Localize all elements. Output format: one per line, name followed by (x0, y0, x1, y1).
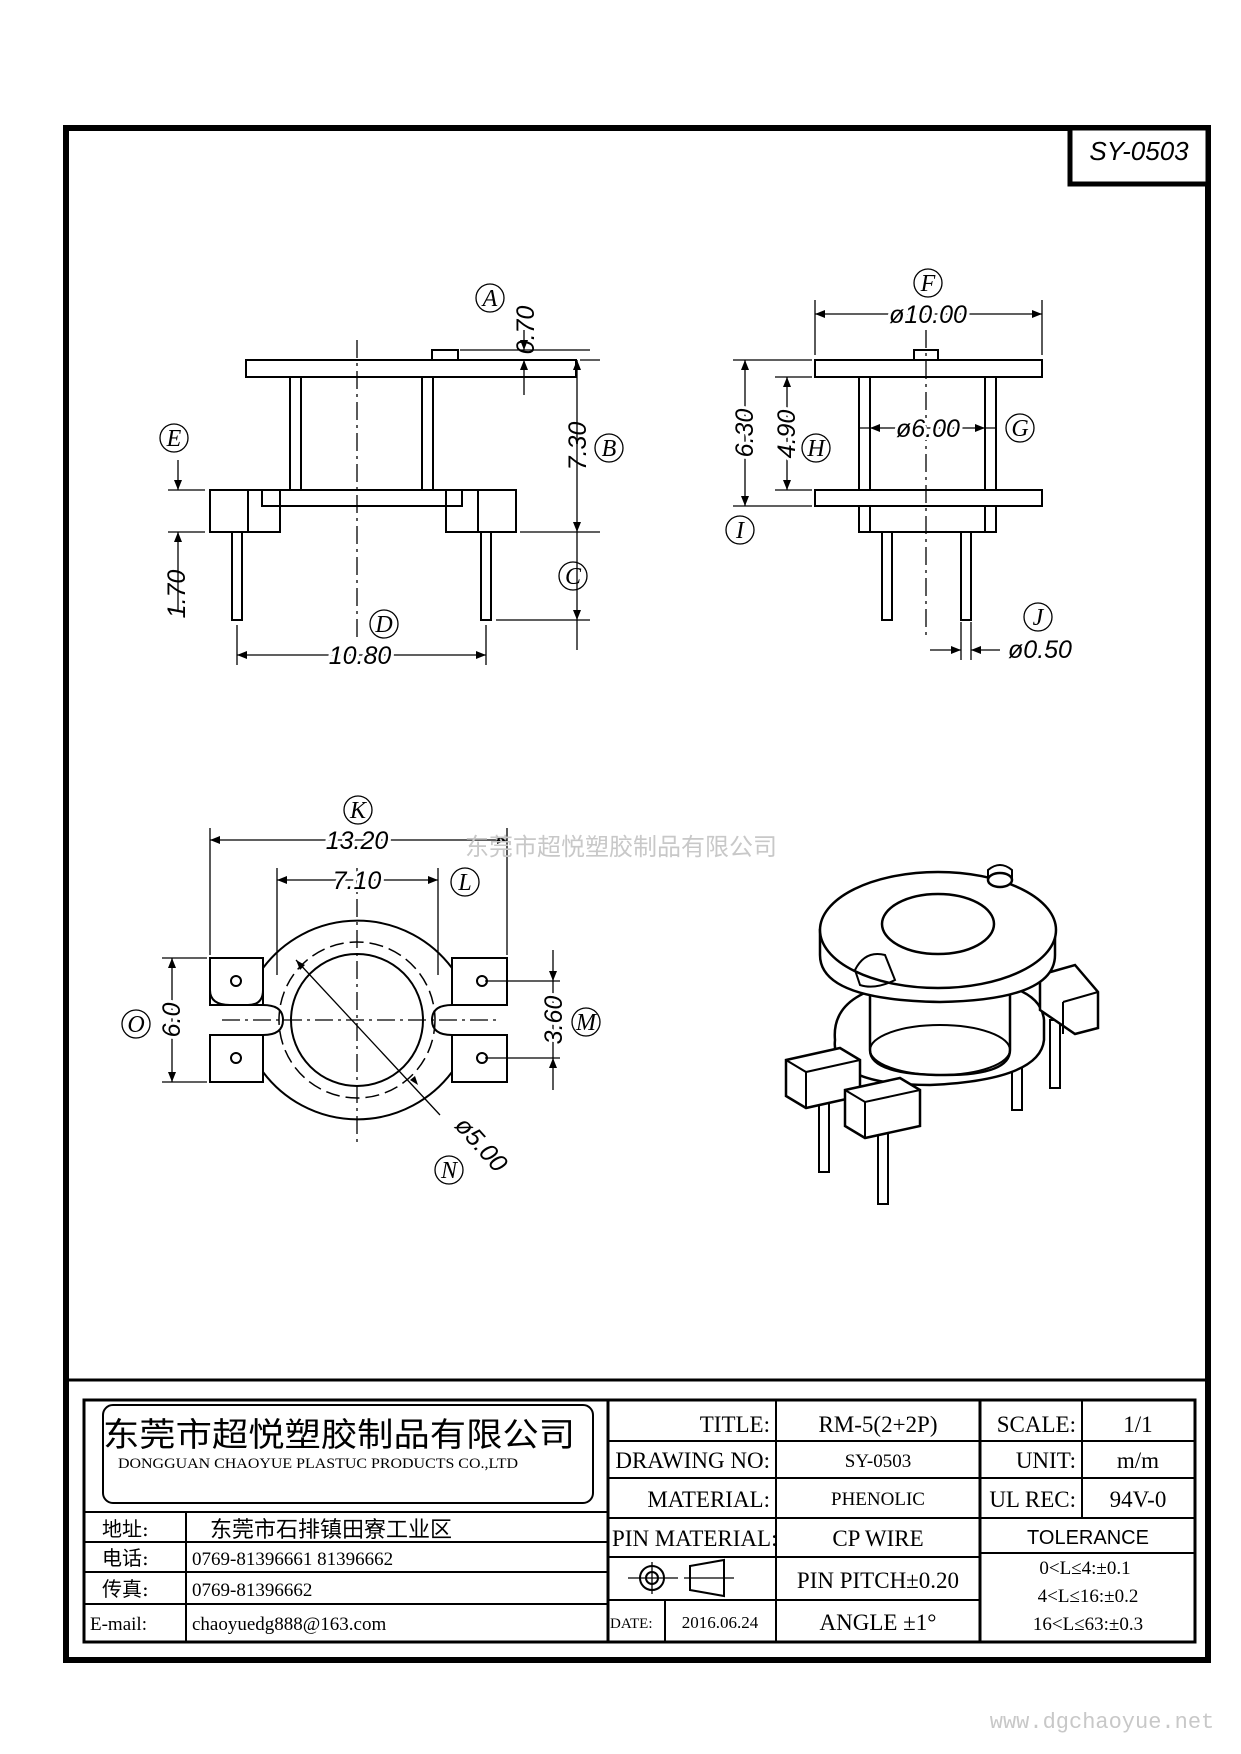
drawing-label: I (735, 518, 745, 544)
drawing-label: UL REC: (989, 1487, 1076, 1512)
drawing-label: 1/1 (1123, 1412, 1152, 1437)
drawing-label: PHENOLIC (831, 1489, 925, 1510)
watermark-url: www.dgchaoyue.net (990, 1710, 1214, 1735)
watermark-center: 东莞市超悦塑胶制品有限公司 (465, 833, 777, 861)
drawing-label: MATERIAL: (647, 1487, 770, 1512)
drawing-label: SCALE: (997, 1412, 1076, 1437)
isometric-view (784, 864, 1100, 1205)
drawing-label: M (575, 1010, 598, 1036)
drawing-label: 2016.06.24 (682, 1613, 759, 1632)
drawing-label: ø0.50 (1008, 636, 1072, 664)
drawing-label: 4.90 (773, 410, 801, 459)
drawing-label: 7.10 (333, 867, 382, 895)
drawing-label: K (349, 798, 368, 824)
drawing-label: ø5.00 (449, 1112, 513, 1178)
drawing-label: O (127, 1012, 144, 1038)
drawing-label: 6.30 (731, 409, 759, 458)
front-view: 0.70 A 7.30 B C 1.70 E 10.80 (159, 283, 624, 673)
drawing-label: 0.70 (512, 306, 540, 355)
drawing-label: 0<L≤4:±0.1 (1039, 1558, 1130, 1579)
drawing-label: 传真: (102, 1577, 149, 1601)
drawing-label: 1.70 (163, 570, 191, 619)
drawing-label: 4<L≤16:±0.2 (1038, 1586, 1139, 1607)
drawing-number-box (1067, 125, 1211, 187)
drawing-label: 电话: (102, 1546, 149, 1570)
drawing-label: B (602, 436, 617, 462)
drawing-label: 0769-81396661 81396662 (192, 1549, 393, 1570)
drawing-label: E-mail: (90, 1614, 147, 1635)
drawing-label: ø10.00 (889, 301, 967, 329)
drawing-label: RM-5(2+2P) (818, 1412, 937, 1437)
drawing-label: TITLE: (700, 1412, 770, 1437)
drawing-label: H (806, 436, 826, 462)
drawing-label: J (1033, 605, 1045, 631)
drawing-label: UNIT: (1016, 1448, 1076, 1473)
drawing-label: 10.80 (329, 642, 392, 670)
drawing-label: ø6.00 (896, 415, 960, 443)
drawing-label: 0769-81396662 (192, 1580, 312, 1601)
drawing-label: chaoyuedg888@163.com (192, 1614, 386, 1635)
drawing-frame (63, 125, 1211, 1663)
drawing-label: L (457, 870, 471, 896)
drawing-label: PIN PITCH±0.20 (797, 1568, 959, 1593)
side-view: ø10.00 F ø6.00 G 4.90 H 6.30 I (725, 268, 1072, 664)
drawing-label: 东莞市石排镇田寮工业区 (210, 1518, 452, 1543)
drawing-label: SY-0503 (845, 1451, 912, 1472)
drawing-label: G (1011, 416, 1028, 442)
drawing-label: DATE: (610, 1616, 653, 1632)
drawing-label: 3.60 (540, 996, 568, 1045)
drawing-label: C (565, 564, 582, 590)
drawing-label: 13.20 (326, 827, 389, 855)
projection-symbol-icon (628, 1558, 734, 1598)
drawing-label: ANGLE ±1° (820, 1610, 937, 1635)
drawing-label: N (440, 1158, 459, 1184)
drawing-label: 6.0 (158, 1003, 186, 1038)
drawing-number-text: SY-0503 (1089, 136, 1189, 166)
drawing-label: F (920, 271, 936, 297)
drawing-label: PIN MATERIAL: (612, 1526, 777, 1551)
drawing-label: 94V-0 (1110, 1487, 1167, 1512)
company-name-en: DONGGUAN CHAOYUE PLASTUC PRODUCTS CO.,LT… (118, 1456, 518, 1472)
drawing-label: A (481, 286, 498, 312)
drawing-label: D (374, 612, 392, 638)
drawing-label: m/m (1117, 1448, 1159, 1473)
drawing-label: CP WIRE (832, 1526, 923, 1551)
drawing-label: DRAWING NO: (615, 1448, 770, 1473)
drawing-label: 7.30 (564, 422, 592, 471)
drawing-label: 16<L≤63:±0.3 (1033, 1614, 1143, 1635)
title-block: 东莞市超悦塑胶制品有限公司 DONGGUAN CHAOYUE PLASTUC P… (66, 1378, 1208, 1644)
drawing-label: E (166, 426, 182, 452)
company-name-cn: 东莞市超悦塑胶制品有限公司 (103, 1415, 575, 1454)
drawing-label: 地址: (102, 1517, 149, 1541)
drawing-label: TOLERANCE (1027, 1527, 1149, 1549)
